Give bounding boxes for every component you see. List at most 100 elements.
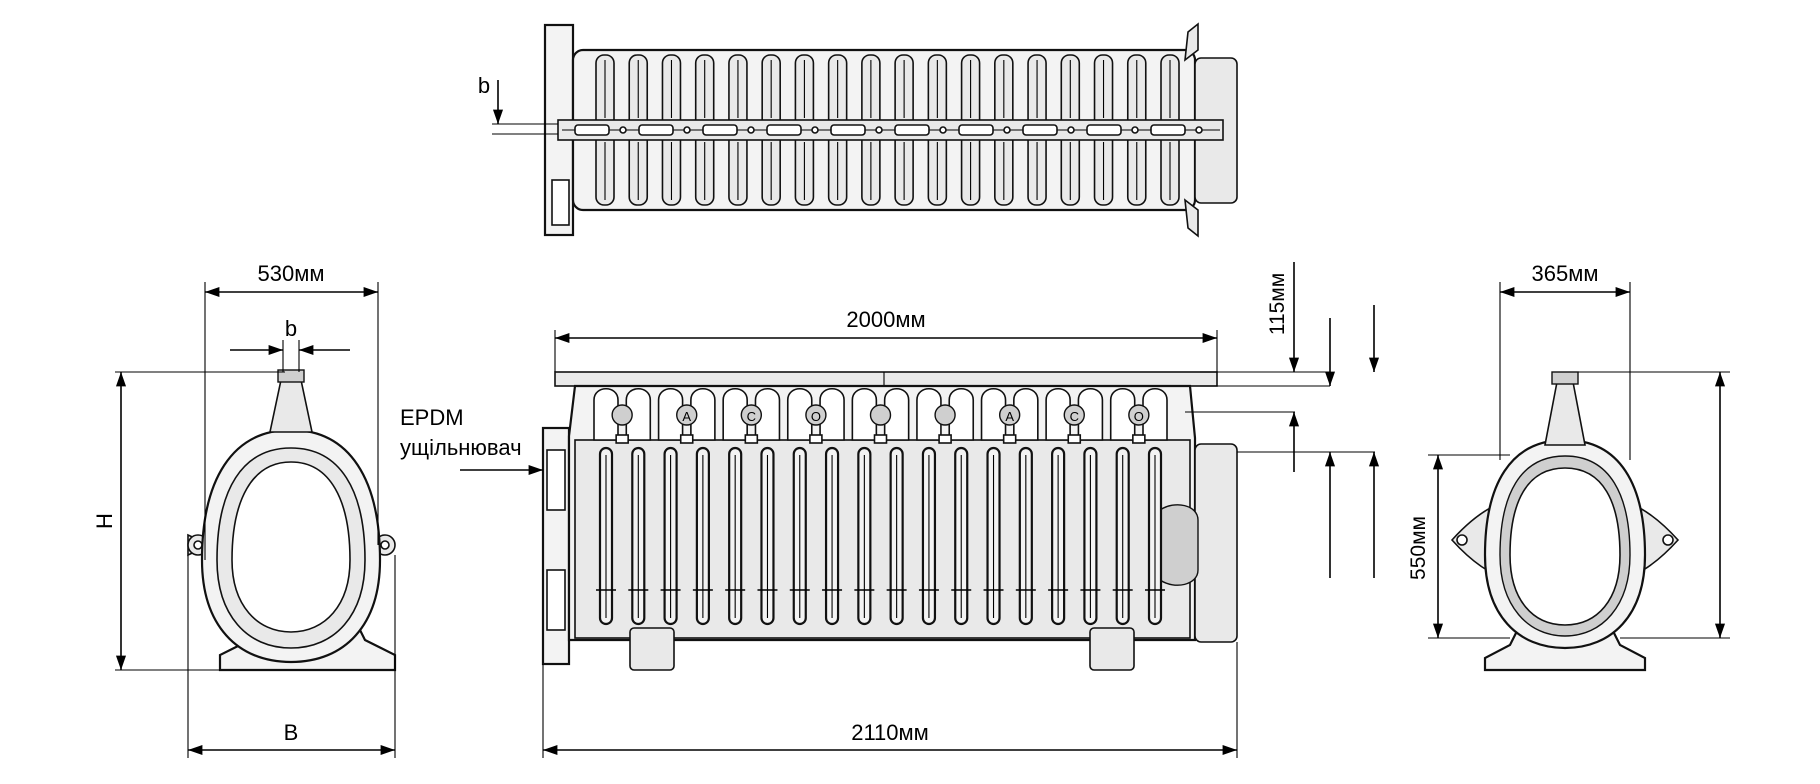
- side-rib-marker: O: [1128, 404, 1150, 444]
- right-end-view: 365мм 550мм: [1407, 261, 1730, 672]
- right-view-lug-r-hole: [1662, 534, 1674, 546]
- dim-B-label: B: [284, 720, 299, 745]
- dim-365-label: 365мм: [1532, 261, 1599, 286]
- side-rib-marker: C: [1063, 404, 1085, 444]
- top-flange-slot: [551, 179, 570, 226]
- side-rib-clip: [809, 434, 823, 444]
- left-end-view: 530мм b H B: [92, 261, 397, 758]
- top-rail-slot: [830, 124, 866, 136]
- side-rib-window: [690, 387, 716, 441]
- side-flange-slot-2: [546, 569, 566, 631]
- top-rail-hole: [619, 126, 627, 134]
- seal-label-line2: ущільнювач: [400, 435, 522, 460]
- side-rib-window: [722, 387, 748, 441]
- top-rail-hole: [1003, 126, 1011, 134]
- seal-label-line1: EPDM: [400, 405, 464, 430]
- side-flange-slot-1: [546, 449, 566, 511]
- side-rib-marker-circle: [1128, 404, 1150, 426]
- top-right-lug-upper: [1184, 22, 1199, 62]
- side-rib-window: [1077, 387, 1104, 441]
- side-rib-window: [819, 387, 845, 441]
- dim-550-label: 550мм: [1407, 516, 1430, 580]
- top-view: b: [478, 22, 1238, 238]
- dim-2110-label: 2110мм: [851, 720, 929, 745]
- left-view-lug-r-hole: [380, 540, 390, 550]
- top-rail-hole: [747, 126, 755, 134]
- side-rib-clip: [1002, 434, 1017, 444]
- side-rib-window: [1109, 387, 1136, 441]
- right-view-neck: [1544, 381, 1586, 446]
- top-rail-hole: [939, 126, 947, 134]
- side-rib-window: [980, 387, 1007, 441]
- dim-b-label: b: [285, 316, 297, 341]
- side-foot-right: [1089, 627, 1135, 671]
- top-rail-slot: [574, 124, 610, 136]
- side-rib-window: [657, 387, 684, 441]
- left-view-top-rail: [277, 369, 305, 383]
- side-rib-clip: [615, 434, 629, 444]
- side-rib-clip: [938, 434, 952, 444]
- side-rib-window: [883, 387, 910, 441]
- side-rib-window: [754, 387, 781, 441]
- side-rib-letter: A: [682, 409, 691, 424]
- side-rib-marker-circle: [934, 404, 956, 426]
- right-view-lug-l-hole: [1456, 534, 1468, 546]
- side-rib-window: [1142, 387, 1168, 441]
- side-right-socket: [1194, 443, 1238, 643]
- top-rail-slot: [958, 124, 994, 136]
- top-rail-hole: [683, 126, 691, 134]
- top-rail-hole: [1195, 126, 1203, 134]
- side-rib-marker: [611, 404, 633, 444]
- side-rib-clip: [679, 434, 694, 444]
- side-rib-marker-circle: [805, 404, 827, 426]
- side-rib-marker: [934, 404, 956, 444]
- side-rib-clip: [1067, 434, 1082, 444]
- right-view-top-rail: [1551, 371, 1579, 385]
- dim-2000-label: 2000мм: [846, 307, 925, 332]
- side-rib-marker: [869, 404, 892, 444]
- top-rail-hole: [1131, 126, 1139, 134]
- side-rib-marker-circle: [611, 404, 633, 426]
- side-rib-marker-circle: [676, 404, 698, 426]
- side-rib-letter: O: [1134, 409, 1144, 424]
- side-handle: [1159, 504, 1199, 586]
- left-view-neck: [269, 379, 313, 433]
- side-rib-marker-circle: [740, 404, 763, 426]
- side-rib-letter: O: [811, 409, 821, 424]
- top-rail-slots: [574, 124, 1203, 136]
- side-rib-window: [1045, 387, 1071, 441]
- side-rib-marker: A: [676, 404, 698, 444]
- side-rib-marker-circle: [998, 404, 1021, 426]
- side-rib-window: [916, 387, 942, 441]
- side-rib-clip: [1132, 434, 1146, 444]
- side-rib-window: [1013, 387, 1039, 441]
- top-rail-hole: [811, 126, 819, 134]
- side-rib-marker: A: [998, 404, 1021, 444]
- side-rib-marker: C: [740, 404, 763, 444]
- right-view-opening: [1509, 467, 1621, 626]
- side-rib-window: [851, 387, 878, 441]
- top-rail-slot: [766, 124, 802, 136]
- dim-115-label: 115мм: [1266, 273, 1289, 335]
- dim-H-label: H: [92, 513, 117, 529]
- side-rib-marker: O: [805, 404, 827, 444]
- side-rib-clip: [873, 434, 888, 444]
- side-foot-left: [629, 627, 675, 671]
- side-rib-window: [593, 387, 619, 441]
- top-right-lug-lower: [1184, 198, 1199, 238]
- side-rib-letter: C: [747, 409, 756, 424]
- side-view: A C O A C O 2000мм 2110мм EPDM ущільнювач 115…: [400, 262, 1380, 758]
- top-rail-hole: [1067, 126, 1075, 134]
- dim-530-label: 530мм: [258, 261, 325, 286]
- side-rib-letter: C: [1070, 409, 1079, 424]
- side-rib-window: [625, 387, 652, 441]
- left-view-lug-l-hole: [193, 540, 203, 550]
- top-rail-slot: [702, 124, 738, 136]
- top-rail-slot: [1086, 124, 1122, 136]
- top-rail-hole: [875, 126, 883, 134]
- left-view-opening: [231, 461, 351, 633]
- side-rib-window: [786, 387, 813, 441]
